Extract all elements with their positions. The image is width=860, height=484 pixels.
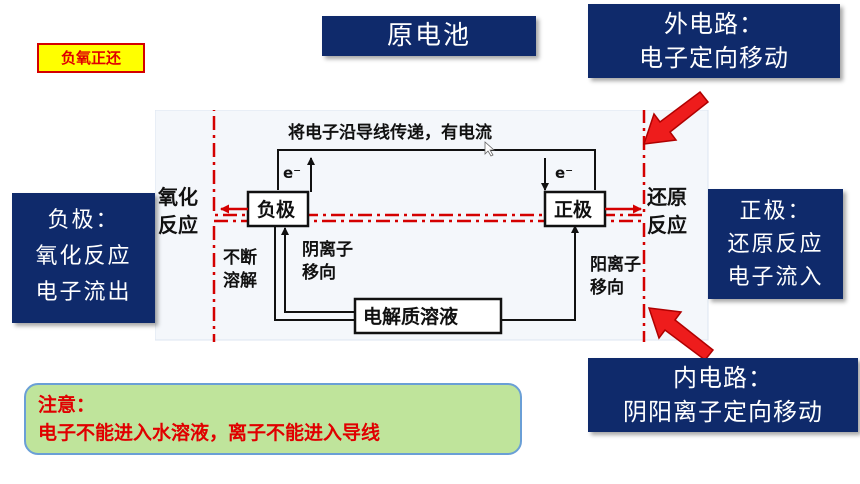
positive-electrode-box: 正极： 还原反应 电子流入 <box>708 189 843 299</box>
note-heading: 注意： <box>38 394 96 416</box>
outer-circuit-desc: 电子定向移动 <box>639 44 789 72</box>
anode-label: 负极 <box>257 198 296 221</box>
oxidation-label-1: 氧化 <box>157 185 198 209</box>
mnemonic-tag: 负氧正还 <box>37 43 145 73</box>
reduction-label-2: 反应 <box>647 213 687 237</box>
negative-electrode-box: 负极： 氧化反应 电子流出 <box>12 193 155 323</box>
inner-circuit-desc: 阴阳离子定向移动 <box>623 398 823 426</box>
electrolyte-label: 电解质溶液 <box>363 305 459 328</box>
inner-circuit-heading: 内电路： <box>673 364 773 392</box>
cation-label-2: 移向 <box>590 277 624 298</box>
positive-reaction: 还原反应 <box>727 232 824 257</box>
dissolve-label-2: 溶解 <box>223 270 257 291</box>
electrolyte-box <box>353 297 503 335</box>
positive-electron: 电子流入 <box>727 265 824 290</box>
inner-circuit-box: 内电路： 阴阳离子定向移动 <box>588 358 858 432</box>
dissolve-label-1: 不断 <box>223 247 257 268</box>
page-title: 原电池 <box>322 16 536 56</box>
anion-label-1: 阴离子 <box>302 239 353 260</box>
outer-circuit-heading: 外电路： <box>664 10 764 38</box>
solution-path-left <box>274 226 355 321</box>
oxidation-label-2: 反应 <box>158 213 198 237</box>
cation-label-1: 阳离子 <box>590 254 641 275</box>
outer-circuit-box: 外电路： 电子定向移动 <box>588 4 840 78</box>
note-text: 电子不能进入水溶液，离子不能进入导线 <box>38 422 381 444</box>
external-wire <box>277 149 596 190</box>
outer-circuit-border <box>212 78 646 217</box>
cathode-label: 正极 <box>554 198 593 221</box>
anode-box <box>246 190 310 228</box>
cursor-icon <box>484 141 496 157</box>
electron-label-right: e⁻ <box>555 164 573 182</box>
outer-pointer-arrow-icon <box>642 90 710 145</box>
note-box: 注意： 电子不能进入水溶液，离子不能进入导线 <box>24 383 522 455</box>
galvanic-cell-diagram: 将电子沿导线传递，有电流 e⁻ e⁻ 负极 正极 氧化 反应 还原 反应 电解质… <box>154 78 710 356</box>
negative-electron: 电子流出 <box>35 280 132 305</box>
anion-path <box>281 227 355 313</box>
cation-path <box>500 225 579 321</box>
inner-pointer-arrow-icon <box>647 307 715 362</box>
negative-heading: 负极： <box>47 208 120 233</box>
diagram-svg: 将电子沿导线传递，有电流 e⁻ e⁻ 负极 正极 氧化 反应 还原 反应 电解质… <box>154 78 709 356</box>
electron-label-left: e⁻ <box>283 164 301 182</box>
reduction-label-1: 还原 <box>646 185 687 209</box>
negative-reaction: 氧化反应 <box>35 244 132 269</box>
wire-label: 将电子沿导线传递，有电流 <box>288 122 492 143</box>
positive-heading: 正极： <box>739 199 812 224</box>
anion-label-2: 移向 <box>302 262 336 283</box>
